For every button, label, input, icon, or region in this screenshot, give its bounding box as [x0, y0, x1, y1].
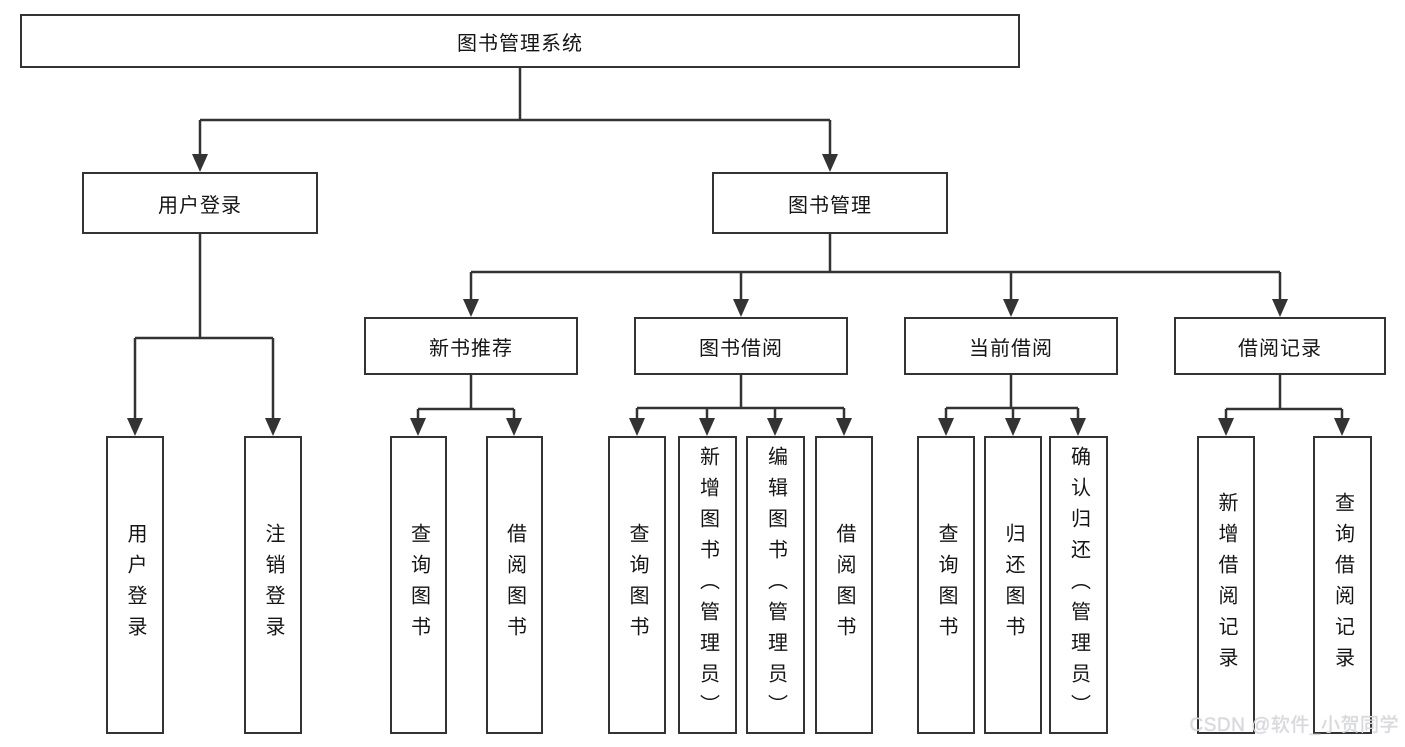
leaf-confirm-return-admin: 确认归还（管理员）: [1049, 436, 1108, 734]
node-borrow-records: 借阅记录: [1174, 317, 1386, 375]
connector-currentborrow-to-leaves: [944, 375, 1080, 421]
node-root-system: 图书管理系统: [20, 14, 1020, 68]
leaf-borrow-books-1: 借阅图书: [486, 436, 543, 734]
leaf-add-borrow-record: 新增借阅记录: [1197, 436, 1255, 734]
connector-userlogin-to-leaves: [133, 234, 275, 421]
leaf-query-books-2: 查询图书: [608, 436, 666, 734]
connector-newbook-to-leaves: [416, 375, 516, 421]
arrowhead-icons: [127, 154, 1350, 436]
leaf-add-books-admin: 新增图书（管理员）: [678, 436, 737, 734]
leaf-logout: 注销登录: [244, 436, 302, 734]
node-book-management: 图书管理: [712, 172, 948, 234]
leaf-return-books: 归还图书: [984, 436, 1042, 734]
leaf-query-books-1: 查询图书: [390, 436, 447, 734]
leaf-user-login: 用户登录: [106, 436, 164, 734]
connector-borrowrecords-to-leaves: [1224, 375, 1344, 421]
leaf-borrow-books-2: 借阅图书: [815, 436, 873, 734]
node-current-borrow: 当前借阅: [904, 317, 1118, 375]
node-new-book-recommend: 新书推荐: [364, 317, 578, 375]
connector-bookmgmt-to-level3: [469, 234, 1282, 301]
leaf-query-books-3: 查询图书: [917, 436, 975, 734]
connector-root-to-level2: [198, 68, 832, 156]
node-user-login: 用户登录: [82, 172, 318, 234]
leaf-edit-books-admin: 编辑图书（管理员）: [746, 436, 805, 734]
node-book-borrow: 图书借阅: [634, 317, 848, 375]
connector-bookborrow-to-leaves: [635, 375, 846, 421]
leaf-query-borrow-record: 查询借阅记录: [1313, 436, 1372, 734]
